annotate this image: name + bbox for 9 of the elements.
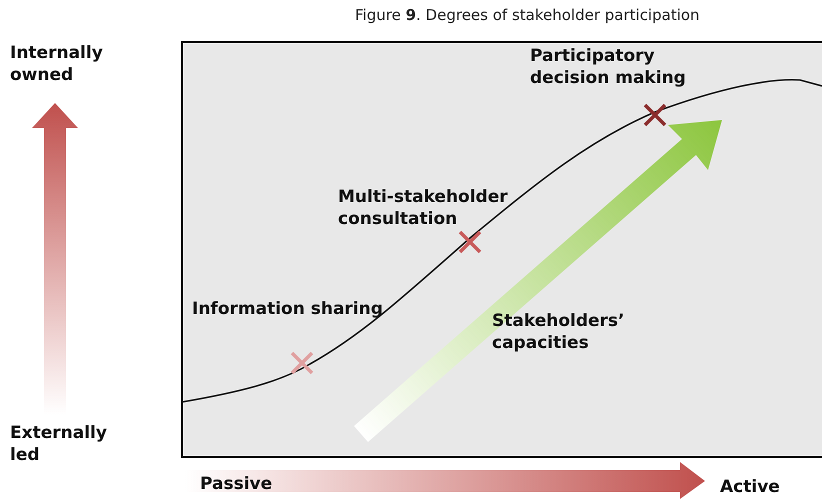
stage-label: Information sharing: [192, 298, 383, 320]
axis-label: Passive: [200, 473, 272, 495]
arrow-label: Stakeholders’ capacities: [492, 310, 626, 354]
axis-label: Internally owned: [10, 42, 104, 86]
figure-title: Figure 9. Degrees of stakeholder participation: [355, 6, 700, 24]
stage-label: Multi-stakeholder consultation: [338, 186, 509, 230]
stage-label: Participatory decision making: [530, 45, 687, 89]
axis-label: Externally led: [10, 422, 108, 466]
axis-label: Active: [720, 476, 780, 498]
